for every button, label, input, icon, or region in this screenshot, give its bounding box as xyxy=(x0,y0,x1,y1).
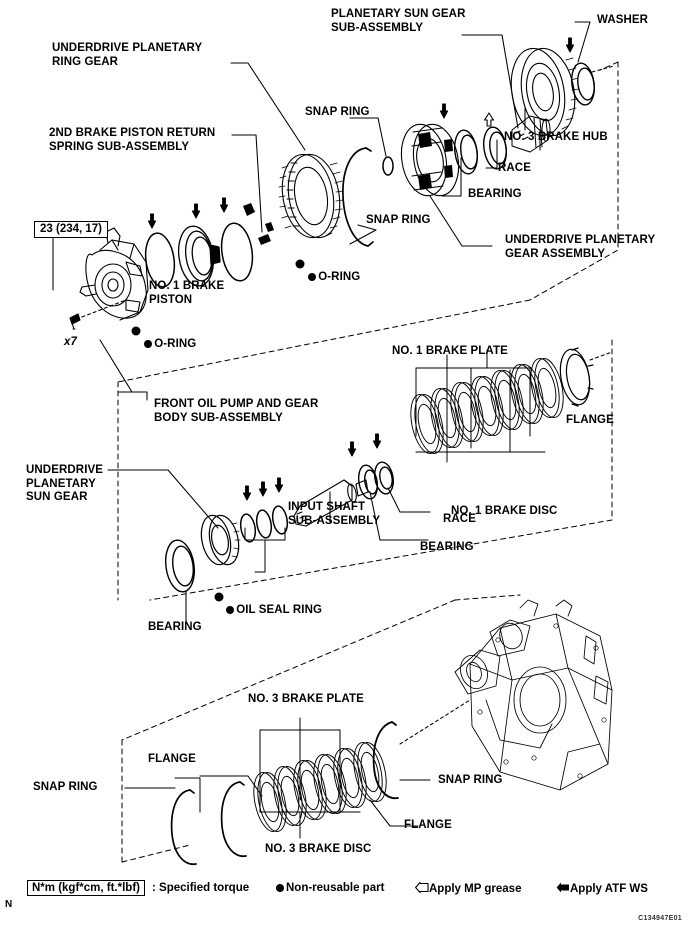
label-snap-ring-top: SNAP RING xyxy=(305,106,370,118)
torque-spec-box: 23 (234, 17) xyxy=(34,221,109,238)
page-corner-mark: N xyxy=(5,899,13,910)
label-underdrive-planetary-gear-assembly: UNDERDRIVE PLANETARY GEAR ASSEMBLY xyxy=(505,234,656,260)
open-arrow-icon xyxy=(415,881,429,894)
label-no1-brake-piston: NO. 1 BRAKE PISTON xyxy=(149,280,225,306)
label-o-ring-right-text: O-RING xyxy=(318,270,361,283)
label-snap-ring-bottom-right: SNAP RING xyxy=(438,774,503,786)
label-no3-brake-hub: NO. 3 BRAKE HUB xyxy=(504,131,608,143)
legend-non-reusable: Non-reusable part xyxy=(276,882,384,894)
label-flange-no1: FLANGE xyxy=(566,414,614,426)
legend-torque-key: N*m (kgf*cm, ft.*lbf) xyxy=(27,880,145,896)
label-no3-brake-disc: NO. 3 BRAKE DISC xyxy=(265,843,372,855)
label-2nd-brake-piston-return-spring: 2ND BRAKE PISTON RETURN SPRING SUB-ASSEM… xyxy=(49,127,216,153)
solid-arrow-icon xyxy=(556,882,569,893)
non-reusable-dot-icon xyxy=(144,339,153,348)
label-snap-ring-bottom-left: SNAP RING xyxy=(33,781,98,793)
label-bearing-mid-right: BEARING xyxy=(420,541,474,553)
label-no1-brake-plate: NO. 1 BRAKE PLATE xyxy=(392,345,508,357)
label-no3-brake-plate: NO. 3 BRAKE PLATE xyxy=(248,693,364,705)
label-bearing-top: BEARING xyxy=(468,188,522,200)
legend-atf-ws: Apply ATF WS xyxy=(556,882,648,895)
label-flange-bottom-right: FLANGE xyxy=(404,819,452,831)
label-o-ring-left-text: O-RING xyxy=(154,337,197,350)
non-reusable-dot-icon xyxy=(276,884,284,892)
label-bolt-count: x7 xyxy=(64,336,77,348)
legend-mp-grease-text: Apply MP grease xyxy=(429,883,522,895)
label-planetary-sun-gear-sub-assembly: PLANETARY SUN GEAR SUB-ASSEMBLY xyxy=(331,8,466,34)
non-reusable-dot-icon xyxy=(226,605,235,614)
legend-bar: N*m (kgf*cm, ft.*lbf) : Specified torque… xyxy=(0,880,688,906)
label-race-top: RACE xyxy=(498,162,531,174)
figure-code: C134947E01 xyxy=(638,915,682,922)
legend-atf-ws-text: Apply ATF WS xyxy=(570,883,648,895)
label-oil-seal-ring: OIL SEAL RING xyxy=(213,590,322,631)
label-washer: WASHER xyxy=(597,14,649,26)
non-reusable-dot-icon xyxy=(308,272,317,281)
legend-mp-grease: Apply MP grease xyxy=(415,881,522,895)
label-bearing-mid: BEARING xyxy=(148,621,202,633)
label-race-mid: RACE xyxy=(443,513,476,525)
label-underdrive-planetary-sun-gear: UNDERDRIVE PLANETARY SUN GEAR xyxy=(26,464,104,503)
label-flange-bottom-left: FLANGE xyxy=(148,753,196,765)
label-underdrive-planetary-ring-gear: UNDERDRIVE PLANETARY RING GEAR xyxy=(52,42,203,68)
legend-torque-meaning: : Specified torque xyxy=(152,882,250,894)
label-oil-seal-ring-text: OIL SEAL RING xyxy=(236,603,323,616)
label-snap-ring-second: SNAP RING xyxy=(366,214,431,226)
legend-non-reusable-text: Non-reusable part xyxy=(286,882,385,894)
label-no1-brake-disc: NO. 1 BRAKE DISC xyxy=(451,505,558,517)
label-o-ring-right: O-RING xyxy=(295,257,360,298)
label-front-oil-pump-and-gear-body: FRONT OIL PUMP AND GEAR BODY SUB-ASSEMBL… xyxy=(154,398,319,424)
label-o-ring-left: O-RING xyxy=(131,324,196,365)
label-input-shaft-sub-assembly: INPUT SHAFT SUB-ASSEMBLY xyxy=(288,501,381,527)
